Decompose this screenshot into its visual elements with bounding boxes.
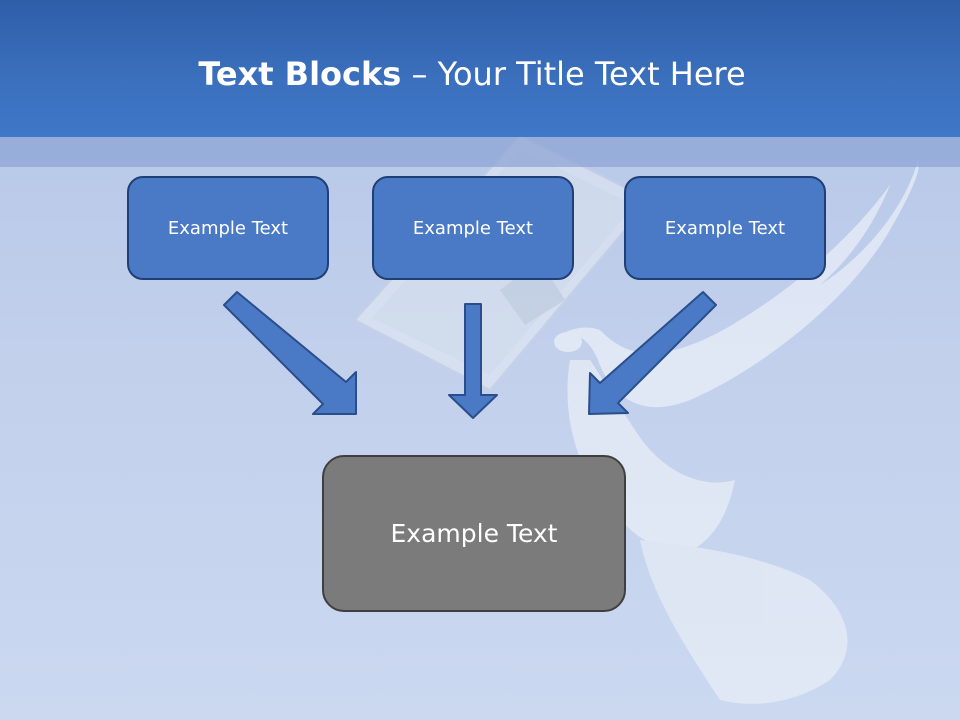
title-bar <box>0 0 960 137</box>
title-band <box>0 137 960 167</box>
text-block-1[interactable]: Example Text <box>127 176 329 280</box>
title-dash: – <box>401 55 438 93</box>
arrow-down-left-icon <box>588 291 717 415</box>
slide-title: Text Blocks – Your Title Text Here <box>0 52 944 96</box>
text-block-2-label: Example Text <box>412 217 534 239</box>
text-block-main[interactable]: Example Text <box>322 455 626 612</box>
text-block-3-label: Example Text <box>664 217 786 239</box>
text-block-1-label: Example Text <box>167 217 289 239</box>
text-block-3[interactable]: Example Text <box>624 176 826 280</box>
text-block-main-label: Example Text <box>390 519 558 548</box>
title-bold: Text Blocks <box>198 55 402 93</box>
arrow-down-right-icon <box>223 291 357 415</box>
text-block-2[interactable]: Example Text <box>372 176 574 280</box>
arrow-down-icon <box>448 303 498 419</box>
title-rest: Your Title Text Here <box>437 55 746 93</box>
